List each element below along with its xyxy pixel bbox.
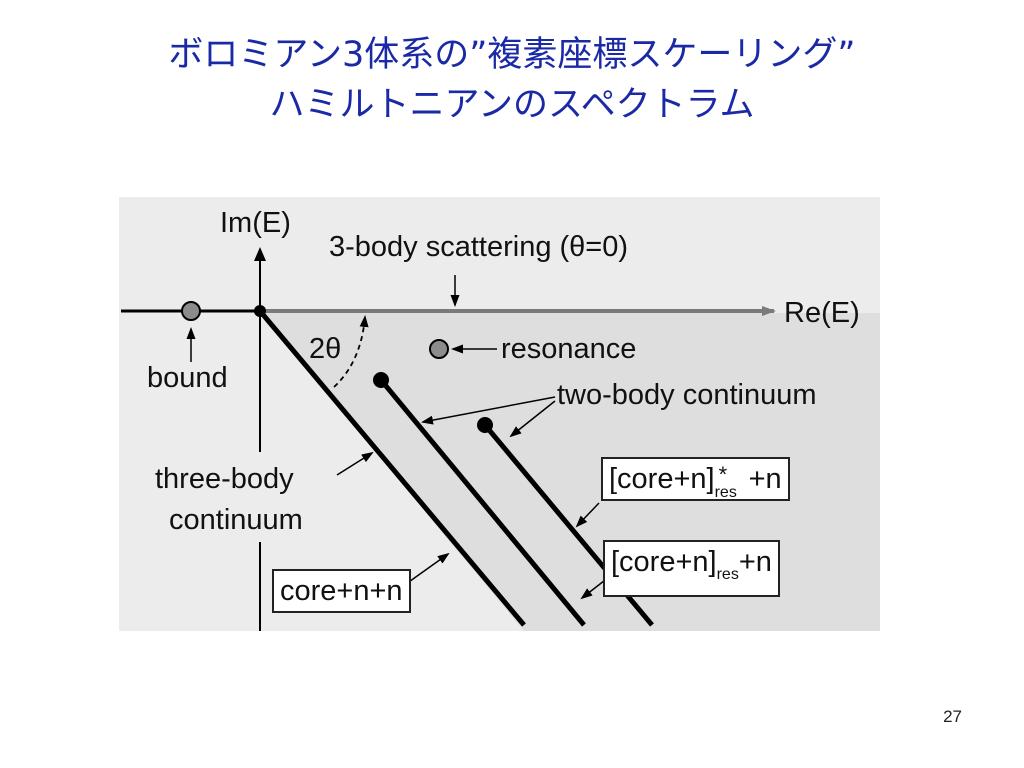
spectrum-diagram: Im(E) 3-body scattering (θ=0) Re(E) 2θ r… [119,197,880,631]
res-star-box-superscript: * [718,462,728,487]
res-star-box-subscript: res [714,484,737,501]
real-axis-label: Re(E) [784,297,860,329]
res-star-box-suffix: +n [748,463,782,495]
bound-label: bound [147,362,228,394]
origin-dot [254,305,266,317]
res-star-box: [core+n]*res+n [601,457,790,501]
three-body-continuum-label-line-1: three-body [155,463,294,495]
resonance-label: resonance [501,333,637,365]
two-body-continuum-line-1 [379,378,586,627]
three-body-continuum-label-line-2: continuum [169,504,303,536]
res-star-box-prefix: [core+n] [609,463,715,495]
slide-title-line-2: ハミルトニアンのスペクトラム [269,85,755,125]
res-box-suffix: +n [738,546,772,578]
imaginary-axis-arrowhead [254,247,266,261]
imaginary-axis-label: Im(E) [220,207,291,239]
two-body-threshold-dot-2 [477,417,493,433]
resonance-dot [429,339,449,359]
scattering-label: 3-body scattering (θ=0) [329,231,629,263]
bound-state-dot [181,301,201,321]
angle-arc [333,315,369,388]
core-n-n-box: core+n+n [272,569,411,613]
res-star-arrow [575,502,600,528]
three-body-continuum-line [258,309,526,627]
two-body-threshold-dot-1 [373,372,389,388]
slide-title-line-1: ボロミアン3体系の”複素座標スケーリング” [168,35,856,75]
core-n-n-box-text: core+n+n [280,575,403,607]
angle-label: 2θ [309,333,342,365]
two-body-arrow-2 [509,400,556,438]
res-star-box-scripts: *res [715,462,749,501]
three-body-arrow [336,451,374,476]
res-box: [core+n]res+n [603,540,780,597]
two-body-arrow-1 [421,396,556,425]
page-number: 27 [943,707,962,726]
res-box-subscript: res [716,566,739,583]
res-box-prefix: [core+n] [611,546,717,578]
slide-title: ボロミアン3体系の”複素座標スケーリング” ハミルトニアンのスペクトラム [0,30,1024,130]
two-body-continuum-label: two-body continuum [557,379,817,411]
